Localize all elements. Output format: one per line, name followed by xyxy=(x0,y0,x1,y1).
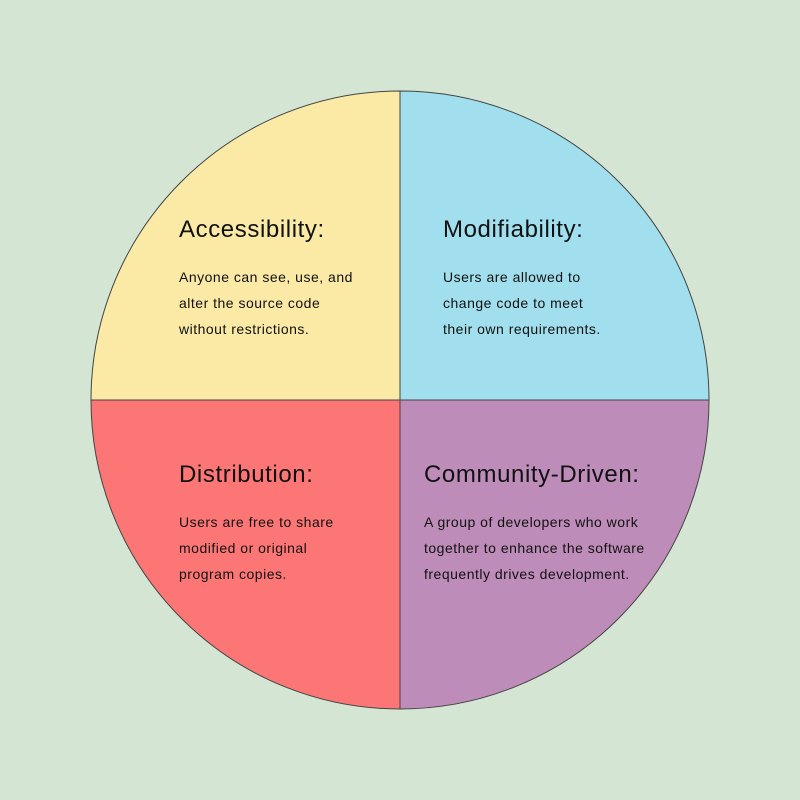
quadrant-title: Community-Driven: xyxy=(424,461,640,488)
quadrant-accessibility-shape xyxy=(90,90,401,401)
quadrant-text-line: frequently drives development. xyxy=(424,566,630,582)
quadrant-modifiability: Modifiability: Users are allowed to chan… xyxy=(443,216,601,342)
quadrant-text-line: change code to meet xyxy=(443,295,584,311)
quadrant-text-line: Users are allowed to xyxy=(443,269,581,285)
quadrant-accessibility: Accessibility: Anyone can see, use, and … xyxy=(179,216,353,342)
quadrant-text-line: without restrictions. xyxy=(179,321,310,337)
quadrant-text-line: A group of developers who work xyxy=(424,514,639,530)
quadrant-title: Distribution: xyxy=(179,461,314,488)
quadrant-text-line: Users are free to share xyxy=(179,514,334,530)
quadrant-text-line: modified or original xyxy=(179,540,308,556)
quadrant-community-driven: Community-Driven: A group of developers … xyxy=(424,461,645,587)
quadrant-community-shape xyxy=(399,399,710,710)
quadrant-text-line: together to enhance the software xyxy=(424,540,645,556)
quadrant-text-line: program copies. xyxy=(179,566,287,582)
quadrant-text-line: their own requirements. xyxy=(443,321,601,337)
quadrant-title: Modifiability: xyxy=(443,216,584,243)
quadrant-text-line: alter the source code xyxy=(179,295,321,311)
quadrant-distribution: Distribution: Users are free to share mo… xyxy=(179,461,334,587)
quadrant-title: Accessibility: xyxy=(179,216,325,243)
quadrant-modifiability-shape xyxy=(399,90,710,401)
quadrant-text-line: Anyone can see, use, and xyxy=(179,269,353,285)
quadrant-distribution-shape xyxy=(90,399,401,710)
